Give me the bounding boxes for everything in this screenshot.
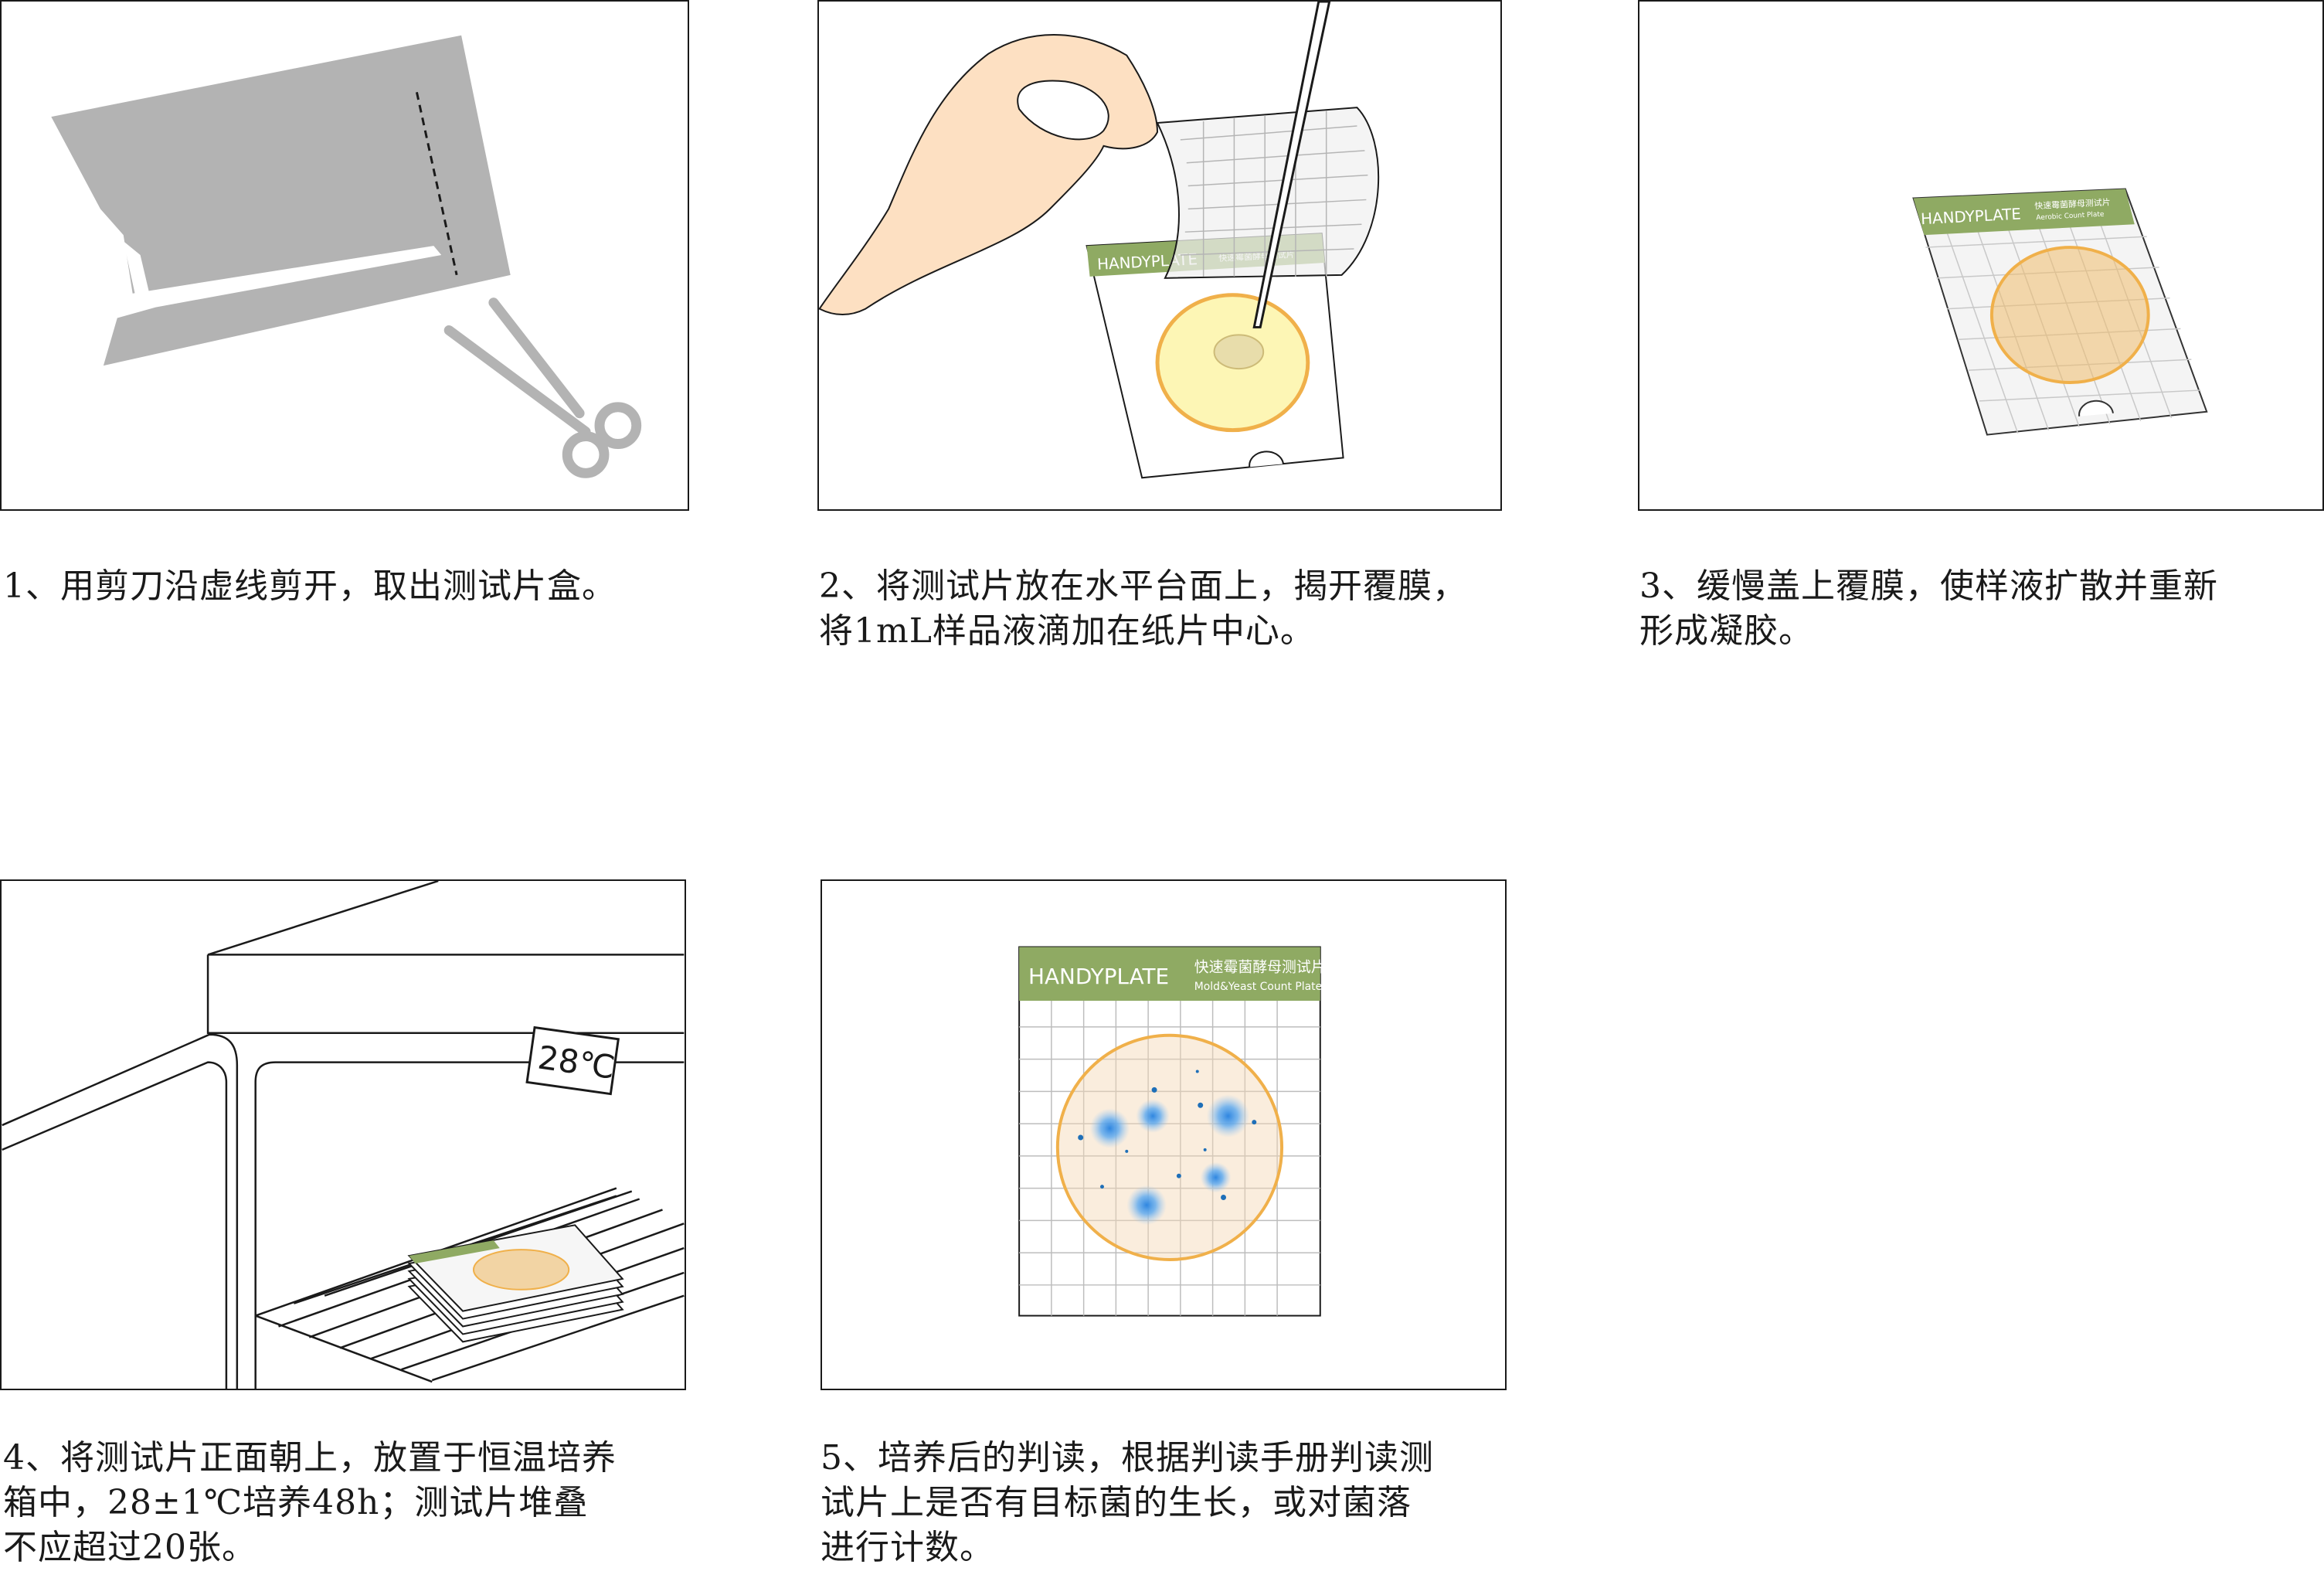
plate-header-strip (1019, 947, 1320, 1002)
plate-brand-label: HANDYPLATE (1028, 964, 1169, 989)
colony-large (1200, 1161, 1232, 1193)
colony-large (1136, 1099, 1170, 1134)
thumb-loop (1017, 80, 1109, 141)
plate-grid (1019, 1001, 1320, 1316)
step3-illustration: HANDYPLATE 快速霉菌酵母测试片 Aerobic Count Plate (1638, 0, 2324, 511)
step4-caption: 4、将测试片正面朝上，放置于恒温培养 箱中，28±1℃培养48h；测试片堆叠 不… (3, 1438, 617, 1567)
result-plate-drawing: HANDYPLATE 快速霉菌酵母测试片 Mold&Yeast Count Pl… (1018, 946, 1326, 1317)
gel-circle (1989, 246, 2150, 384)
incubator-door-frame (2, 1033, 239, 1389)
incubator-chamber (254, 1061, 685, 1389)
cut-dashed-line (415, 91, 458, 276)
step2-illustration: HANDYPLATE 快速霉菌酵母测试片 (817, 0, 1502, 511)
incubator-front-panel (206, 954, 685, 1035)
colonies (1078, 1070, 1257, 1226)
covered-plate-drawing: HANDYPLATE 快速霉菌酵母测试片 Aerobic Count Plate (1912, 188, 2208, 436)
notch (2078, 400, 2114, 417)
hand-plate-drawing: HANDYPLATE 快速霉菌酵母测试片 (819, 2, 1380, 479)
plate-product-en-label: Aerobic Count Plate (2036, 211, 2105, 223)
stacked-test-plates (407, 1224, 624, 1343)
step2-caption: 2、将测试片放在水平台面上，揭开覆膜， 将1mL样品液滴加在纸片中心。 (819, 566, 1467, 651)
step4-illustration: 28℃ (0, 879, 686, 1390)
plate-product-en-label: Mold&Yeast Count Plate (1194, 981, 1322, 993)
incubator-door-inner (2, 1061, 228, 1389)
test-plate-bag (51, 35, 511, 366)
bag-scissors-drawing (51, 35, 642, 478)
colony-large (1206, 1094, 1250, 1138)
scissors-icon (443, 298, 642, 478)
colony-large (1126, 1185, 1167, 1226)
colony-dot (1195, 1070, 1199, 1073)
incubator-top-edge (207, 881, 439, 956)
temperature-display: 28℃ (525, 1025, 620, 1096)
bag-opening (123, 241, 153, 308)
colony-dot (1203, 1148, 1207, 1151)
gel-circle (1055, 1033, 1284, 1262)
colony-large (1089, 1108, 1130, 1148)
step3-caption: 3、缓慢盖上覆膜，使样液扩散并重新 形成凝胶。 (1639, 566, 2218, 651)
colony-dot (1176, 1173, 1181, 1178)
colony-dot (1078, 1134, 1084, 1141)
colony-dot (1252, 1120, 1257, 1125)
colony-dot (1125, 1149, 1129, 1153)
pipette-icon (1252, 2, 1331, 328)
plate-product-cn-label: 快速霉菌酵母测试片 (1194, 958, 1326, 975)
step5-caption: 5、培养后的判读，根据判读手册判读测 试片上是否有目标菌的生长，或对菌落 进行计… (821, 1438, 1434, 1567)
step1-caption: 1、用剪刀沿虚线剪开，取出测试片盒。 (3, 566, 617, 606)
cover-film (1156, 107, 1380, 279)
incubator-drawing: 28℃ (2, 881, 685, 1389)
colony-dot (1151, 1087, 1157, 1093)
colony-dot (1221, 1195, 1227, 1200)
colony-dot (1099, 1185, 1104, 1189)
plate-header-strip (1913, 189, 2135, 236)
plate-product-label: 快速霉菌酵母测试片 (2034, 197, 2111, 211)
notch (1249, 451, 1285, 468)
step1-illustration (0, 0, 689, 511)
colony-dot (1198, 1102, 1204, 1108)
test-plate-sheet (1018, 946, 1321, 1317)
step5-illustration: HANDYPLATE 快速霉菌酵母测试片 Mold&Yeast Count Pl… (821, 879, 1507, 1390)
sample-droplet (1213, 334, 1265, 370)
